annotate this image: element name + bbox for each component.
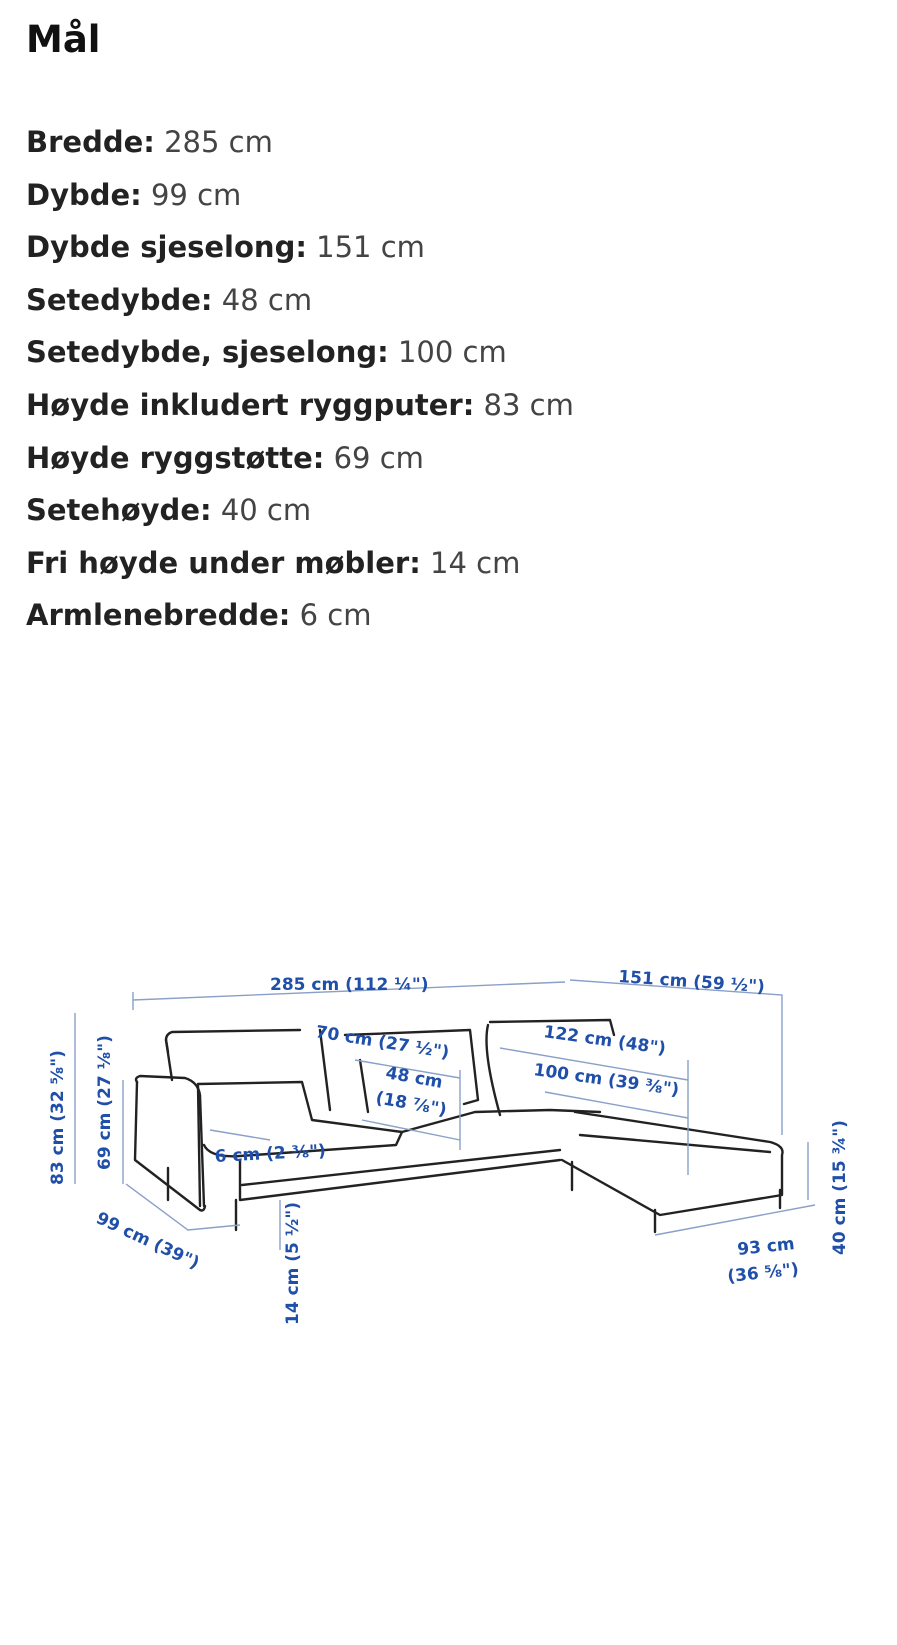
spec-value: 285 cm — [164, 125, 273, 159]
spec-row: Høyde inkludert ryggputer: 83 cm — [26, 379, 574, 432]
label-armrest: 6 cm (2 ⅜") — [214, 1141, 326, 1167]
dimension-labels: 285 cm (112 ¼") 151 cm (59 ½") 70 cm (27… — [48, 967, 850, 1325]
dimension-lines — [74, 979, 816, 1250]
label-depth: 99 cm (39") — [93, 1208, 202, 1273]
label-height-back: 69 cm (27 ⅛") — [95, 1035, 115, 1170]
spec-label: Setedybde: — [26, 282, 213, 317]
label-width: 285 cm (112 ¼") — [270, 975, 429, 995]
spec-value: 83 cm — [483, 387, 574, 422]
spec-value: 69 cm — [333, 440, 424, 475]
spec-label: Setedybde, sjeselong: — [26, 335, 389, 370]
spec-row: Bredde: 285 cm — [26, 116, 574, 169]
spec-row: Setehøyde: 40 cm — [26, 484, 574, 537]
spec-label: Dybde sjeselong: — [26, 230, 307, 265]
spec-value: 40 cm — [220, 493, 312, 528]
label-chaise-depth: 151 cm (59 ½") — [618, 967, 766, 997]
spec-label: Bredde: — [26, 125, 155, 159]
spec-value: 99 cm — [150, 177, 242, 212]
spec-value: 6 cm — [299, 598, 372, 633]
spec-row: Høyde ryggstøtte: 69 cm — [26, 432, 574, 485]
label-seat-depth-1: 48 cm — [384, 1063, 444, 1093]
spec-label: Høyde ryggstøtte: — [26, 440, 325, 475]
label-clearance: 14 cm (5 ½") — [283, 1202, 303, 1325]
spec-label: Dybde: — [26, 177, 142, 212]
label-seat-height: 40 cm (15 ¾") — [830, 1120, 850, 1255]
spec-label: Setehøyde: — [26, 493, 212, 528]
spec-value: 151 cm — [316, 230, 425, 265]
spec-row: Dybde sjeselong: 151 cm — [26, 221, 574, 274]
spec-row: Setedybde, sjeselong: 100 cm — [26, 326, 574, 379]
spec-value: 14 cm — [430, 545, 521, 580]
label-back-cushion: 70 cm (27 ½") — [314, 1022, 450, 1063]
spec-label: Høyde inkludert ryggputer: — [26, 387, 475, 422]
spec-row: Armlenebredde: 6 cm — [26, 589, 574, 642]
spec-row: Fri høyde under møbler: 14 cm — [26, 537, 574, 590]
spec-value: 100 cm — [397, 335, 507, 370]
spec-row: Setedybde: 48 cm — [26, 274, 574, 327]
page-title: Mål — [26, 18, 101, 61]
spec-label: Fri høyde under møbler: — [26, 545, 421, 580]
label-chaise-width-2: (36 ⅝") — [726, 1260, 799, 1287]
spec-row: Dybde: 99 cm — [26, 169, 574, 222]
label-chaise-seat-outer: 122 cm (48") — [542, 1022, 667, 1059]
label-chaise-width-1: 93 cm — [736, 1234, 795, 1260]
spec-value: 48 cm — [221, 282, 313, 317]
dimension-list: Bredde: 285 cm Dybde: 99 cm Dybde sjesel… — [26, 116, 574, 642]
label-seat-depth-2: (18 ⅞") — [374, 1088, 448, 1120]
spec-label: Armlenebredde: — [26, 598, 291, 633]
label-height-total: 83 cm (32 ⅝") — [48, 1050, 68, 1185]
sofa-drawing — [133, 1018, 784, 1234]
